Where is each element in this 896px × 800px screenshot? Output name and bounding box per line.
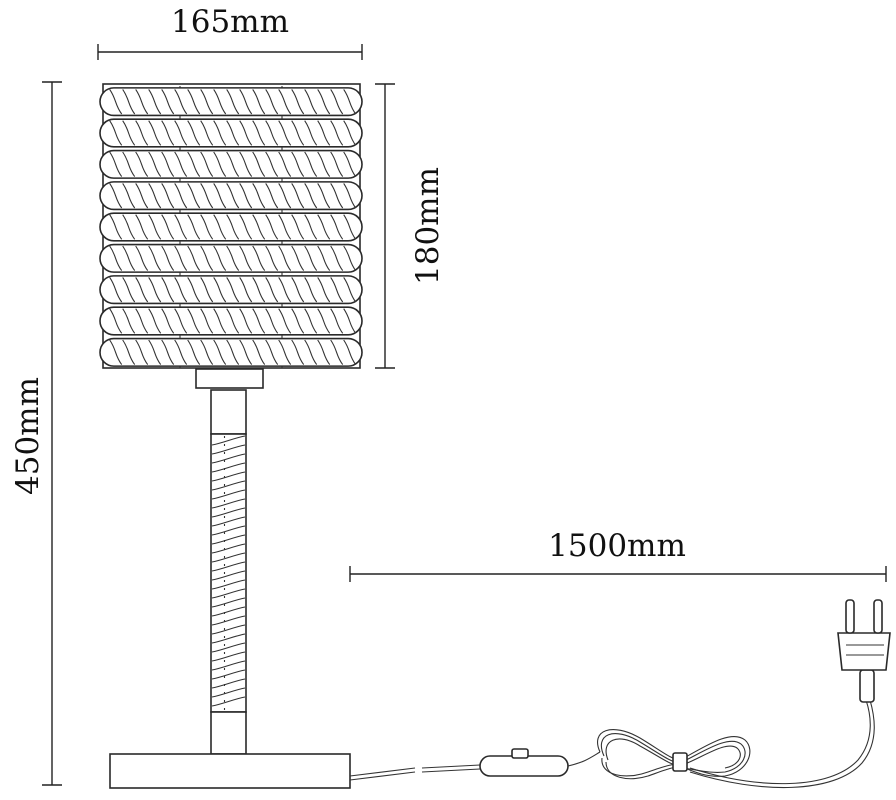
power-cord (349, 599, 891, 789)
cable-to-plug-b (689, 699, 875, 789)
cable-segment-1 (349, 767, 416, 781)
rope-coil (99, 243, 363, 273)
cable-segment-2 (421, 764, 481, 773)
stem-top-cap (210, 389, 247, 435)
rope-coil (99, 181, 363, 211)
width-label: 165mm (171, 4, 289, 40)
total-height-label: 450mm (10, 377, 46, 495)
socket-collar (195, 368, 264, 389)
plug-strain-relief (859, 669, 875, 703)
shade-height-dimension: 180mm (375, 83, 446, 369)
cord-tie (672, 752, 688, 772)
rope-coil (99, 275, 363, 305)
plug (837, 599, 891, 703)
cable-to-plug-a (689, 699, 871, 785)
switch-rocker (511, 748, 529, 759)
rope-shade (99, 83, 363, 369)
plug-pin-right (873, 599, 883, 634)
plug-body (837, 632, 891, 671)
stem-rope-body (210, 433, 247, 713)
stem-bottom-cap (210, 711, 247, 755)
stem-rope-twist (211, 435, 246, 707)
rope-coil (99, 306, 363, 336)
rope-coil (99, 87, 363, 117)
rope-stem (210, 389, 247, 755)
cable-segment-3 (567, 751, 601, 767)
cable-length-dimension: 1500mm (349, 528, 887, 582)
plug-pin-left (845, 599, 855, 634)
width-dimension: 165mm (97, 4, 363, 60)
rope-coil (99, 337, 363, 367)
lamp-base (109, 753, 351, 789)
cable-length-label: 1500mm (548, 528, 686, 564)
rope-coil (99, 118, 363, 148)
inline-switch (479, 755, 569, 777)
coiled-cord (597, 729, 751, 780)
rope-coil (99, 212, 363, 242)
total-height-dimension: 450mm (10, 81, 62, 786)
shade-height-label: 180mm (410, 167, 446, 285)
rope-coil (99, 149, 363, 179)
